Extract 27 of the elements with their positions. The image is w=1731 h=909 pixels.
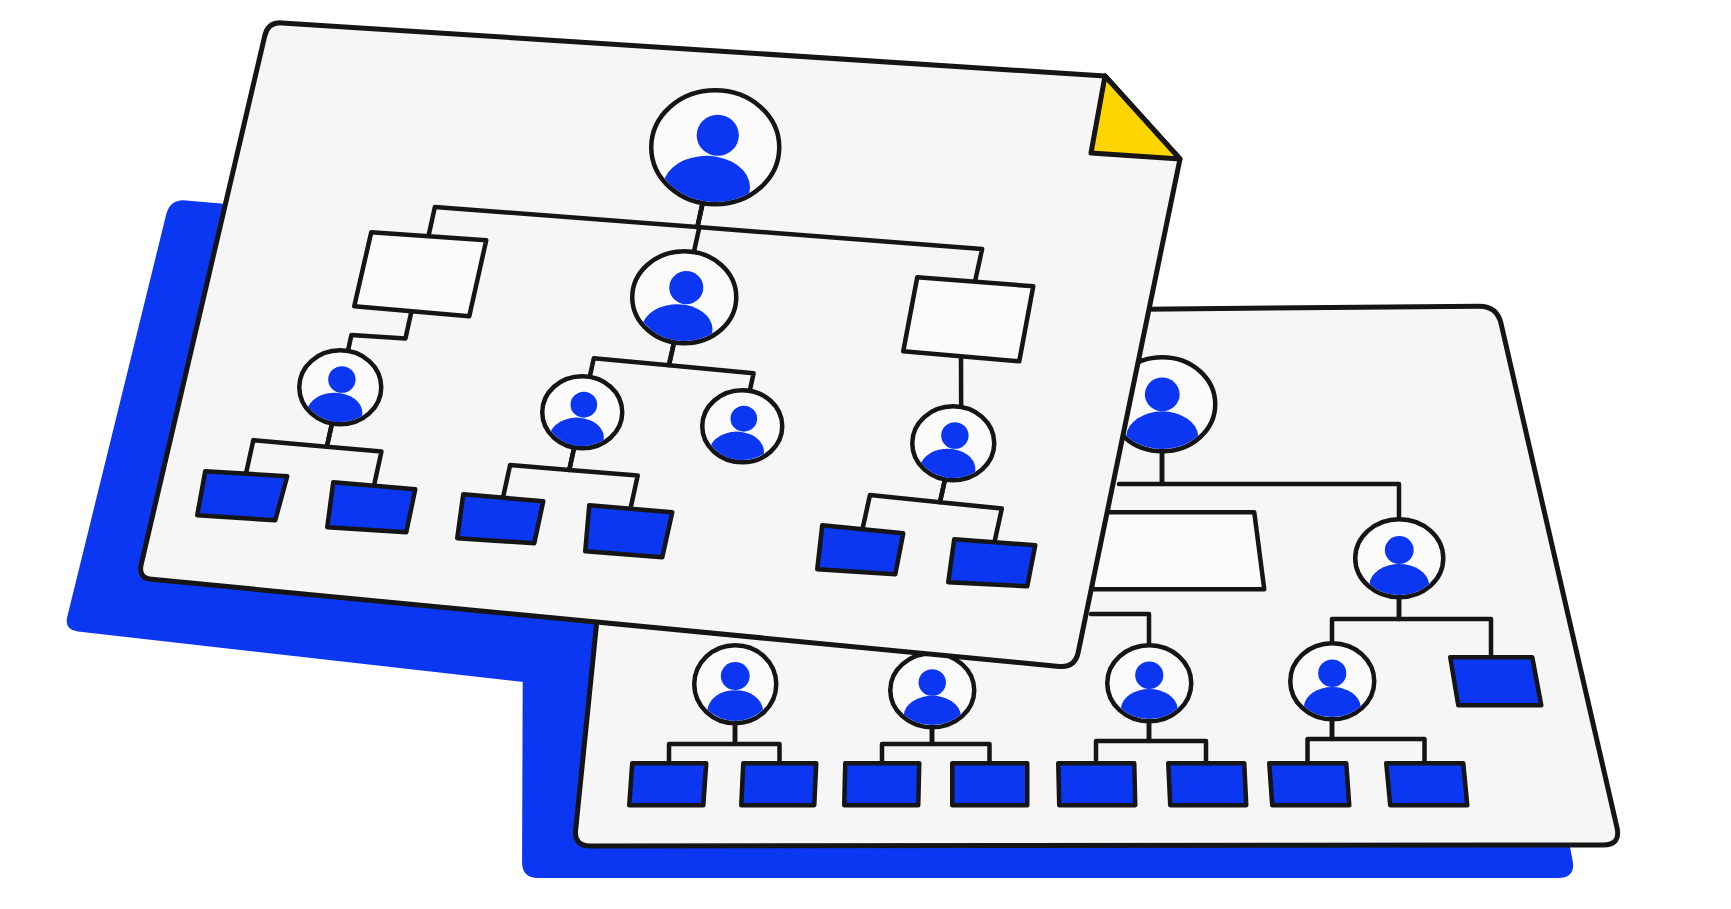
- avatar-circle: [699, 387, 785, 465]
- filled-box: [1266, 760, 1352, 808]
- filled-box: [626, 760, 709, 808]
- filled-box: [194, 468, 290, 523]
- avatar-circle: [1104, 642, 1194, 724]
- avatar-circle: [691, 642, 779, 726]
- avatar-circle: [648, 87, 782, 207]
- avatar-circle: [629, 248, 739, 346]
- avatar-circle: [909, 403, 997, 483]
- filled-box: [1165, 760, 1249, 808]
- filled-box: [738, 760, 819, 808]
- blank-box: [900, 274, 1036, 364]
- filled-box: [582, 502, 675, 560]
- avatar-circle: [296, 347, 384, 427]
- filled-box: [454, 491, 546, 546]
- avatar-circle: [1352, 516, 1446, 600]
- filled-box: [1447, 654, 1544, 708]
- avatar-circle: [539, 373, 625, 451]
- filled-box: [945, 536, 1038, 589]
- blank-box: [351, 229, 489, 319]
- filled-box: [841, 760, 922, 808]
- filled-box: [814, 522, 906, 577]
- filled-box: [1383, 760, 1470, 808]
- filled-box: [324, 479, 418, 535]
- filled-box: [949, 760, 1030, 808]
- avatar-circle: [1287, 640, 1377, 722]
- filled-box: [1055, 760, 1138, 808]
